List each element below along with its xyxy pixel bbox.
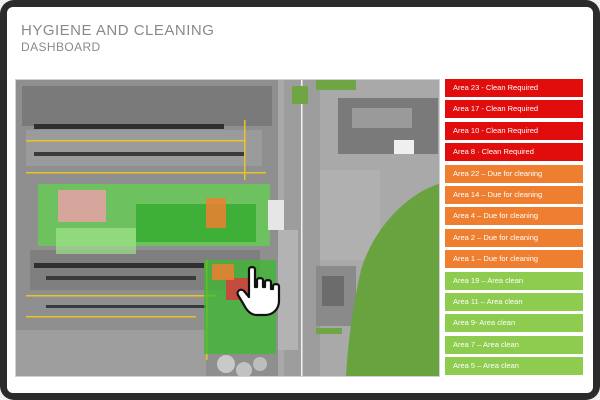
area-status-list: Area 23 - Clean Required Area 17 - Clean… [445, 79, 583, 378]
conveyor-line [34, 152, 244, 156]
status-item-area-23[interactable]: Area 23 - Clean Required [445, 79, 583, 97]
small-building-roof [322, 276, 344, 306]
tree [236, 362, 252, 376]
status-item-area-10[interactable]: Area 10 - Clean Required [445, 121, 583, 140]
zone-clean-required [58, 190, 106, 222]
status-item-area-19[interactable]: Area 19 – Area clean [445, 271, 583, 290]
lawn-strip [292, 86, 308, 104]
tree [253, 357, 267, 371]
status-item-area-22[interactable]: Area 22 – Due for cleaning [445, 164, 583, 183]
zone-clean [136, 204, 256, 242]
road-marking [301, 80, 303, 376]
building-roof-top [22, 86, 272, 126]
lane-marking [26, 316, 196, 318]
building-section-upper [26, 130, 262, 166]
hand-pointer-icon [236, 266, 281, 317]
lawn [316, 80, 356, 90]
lane-marking [26, 140, 246, 142]
conveyor-line [46, 276, 196, 280]
zone-due-for-cleaning [212, 264, 234, 280]
status-item-area-14[interactable]: Area 14 – Due for cleaning [445, 185, 583, 204]
status-item-area-17[interactable]: Area 17 - Clean Required [445, 100, 583, 119]
outbuilding-window [394, 140, 414, 154]
conveyor-line [46, 305, 206, 308]
zone-due-for-cleaning [206, 198, 226, 228]
status-item-area-4[interactable]: Area 4 – Due for cleaning [445, 207, 583, 226]
facility-map[interactable] [15, 79, 440, 377]
page-subtitle: DASHBOARD [21, 40, 101, 54]
conveyor-line [34, 124, 224, 129]
zone-clean [56, 228, 136, 254]
conveyor-line [34, 263, 204, 268]
road-shoulder [278, 230, 298, 350]
outbuilding-roof [352, 108, 412, 128]
parking-lot [320, 170, 380, 260]
lane-marking [26, 295, 216, 297]
status-item-area-11[interactable]: Area 11 – Area clean [445, 292, 583, 311]
lane-marking [244, 120, 246, 180]
dashboard-screen: HYGIENE AND CLEANING DASHBOARD [7, 7, 593, 393]
building-section-bottom [16, 330, 206, 376]
status-item-area-9[interactable]: Area 9- Area clean [445, 314, 583, 333]
lawn [346, 184, 439, 376]
page-title: HYGIENE AND CLEANING [21, 22, 215, 39]
status-item-area-5[interactable]: Area 5 – Area clean [445, 357, 583, 376]
status-item-area-2[interactable]: Area 2 – Due for cleaning [445, 228, 583, 247]
loading-dock [268, 200, 286, 230]
status-item-area-1[interactable]: Area 1 – Due for cleaning [445, 250, 583, 269]
lawn-strip [316, 328, 342, 334]
facility-map-graphic [16, 80, 439, 376]
status-item-area-8[interactable]: Area 8 · Clean Required [445, 143, 583, 162]
status-item-area-7[interactable]: Area 7 – Area clean [445, 335, 583, 354]
tree [217, 355, 235, 373]
lane-marking [26, 172, 266, 174]
